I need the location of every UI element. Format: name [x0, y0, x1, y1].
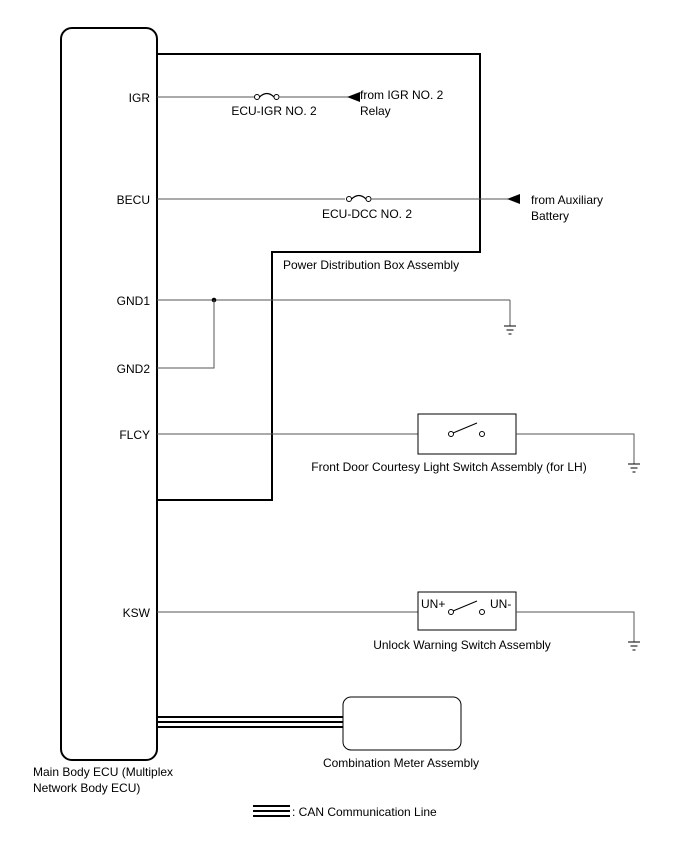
switch-contact-icon [448, 422, 485, 437]
combination-meter-box [342, 696, 462, 751]
combination-meter-label: Combination Meter Assembly [323, 756, 479, 770]
gnd2-wire [157, 300, 215, 369]
becu-source-label-line2: Battery [531, 209, 569, 223]
ground-icon [504, 325, 516, 335]
ground-icon [628, 463, 640, 473]
main-body-ecu-block [60, 27, 158, 761]
becu-fuse-label: ECU-DCC NO. 2 [322, 207, 412, 221]
pin-label-gnd2: GND2 [117, 362, 151, 376]
ksw-ground-wire [516, 611, 635, 642]
ecu-label-line1: Main Body ECU (Multiplex [33, 765, 173, 779]
switch-contact-icon [448, 600, 485, 615]
ecu-label-line2: Network Body ECU) [33, 781, 140, 795]
power-distribution-box-outline [157, 53, 481, 501]
pin-label-igr: IGR [129, 91, 151, 105]
unlock-warning-switch-label: Unlock Warning Switch Assembly [373, 638, 551, 652]
un-plus-terminal-label: UN+ [421, 597, 445, 611]
becu-fuse-symbol [346, 194, 372, 202]
un-minus-terminal-label: UN- [490, 597, 511, 611]
power-distribution-label: Power Distribution Box Assembly [283, 258, 459, 272]
front-door-switch-label: Front Door Courtesy Light Switch Assembl… [311, 460, 586, 474]
unlock-warning-switch-box [417, 591, 517, 631]
pin-label-flcy: FLCY [119, 428, 150, 442]
pin-label-gnd1: GND1 [117, 294, 151, 308]
becu-source-label-line1: from Auxiliary [531, 193, 603, 207]
can-legend-label: : CAN Communication Line [292, 805, 437, 819]
igr-fuse-label: ECU-IGR NO. 2 [231, 104, 317, 118]
can-communication-lines [157, 716, 343, 728]
igr-source-label-line2: Relay [360, 104, 391, 118]
can-legend-symbol [253, 805, 290, 817]
igr-fuse-symbol [254, 92, 280, 100]
ground-icon [628, 641, 640, 651]
igr-source-label-line1: from IGR NO. 2 [360, 88, 444, 102]
pin-label-becu: BECU [117, 193, 150, 207]
becu-source-arrow [507, 194, 520, 204]
flcy-ground-wire [516, 433, 635, 464]
front-door-switch-box [417, 413, 517, 455]
pin-label-ksw: KSW [123, 606, 151, 620]
igr-source-arrow [347, 92, 360, 102]
